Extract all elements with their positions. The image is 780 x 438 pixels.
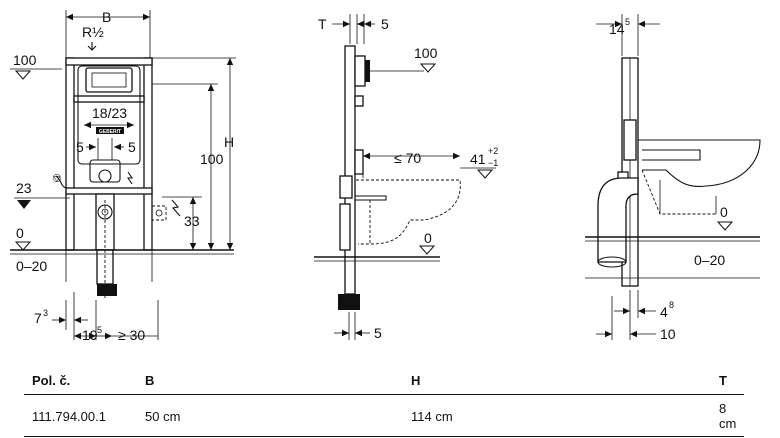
dim-10-label: 10 — [660, 326, 676, 342]
dim-h-label: H — [224, 134, 234, 150]
front-level-0: 0 — [16, 225, 24, 241]
dim-le70-label: ≤ 70 — [394, 150, 421, 166]
dim-33-label: 33 — [184, 213, 200, 229]
dim-5-bottom: 5 — [374, 325, 382, 341]
table-row: 111.794.00.1 50 cm 114 cm 8 cm — [24, 394, 744, 437]
front-level-23: 23 — [16, 180, 32, 196]
dim-ge30-label: ≥ 30 — [118, 327, 145, 343]
power-icon — [171, 199, 181, 217]
side-level-41: 41 — [470, 151, 486, 167]
flush-plate — [85, 67, 133, 93]
col-header-pol: Pol. č. — [24, 373, 137, 395]
cell-pol: 111.794.00.1 — [24, 394, 137, 437]
level-marker-filled-icon — [17, 200, 31, 209]
table-header-row: Pol. č. B H T — [24, 373, 744, 395]
dim-100-label: 100 — [200, 151, 224, 167]
svg-text:+2: +2 — [488, 146, 498, 156]
dim-5-right: 5 — [128, 139, 136, 155]
svg-text:8: 8 — [669, 300, 674, 310]
dim-5-left: 5 — [76, 139, 84, 155]
side-view: T 5 100 ≤ 70 41 +2 −1 — [314, 14, 498, 341]
col-header-t: T — [711, 373, 744, 395]
front-water-icon: ⎊ — [52, 171, 62, 185]
cell-h: 114 cm — [403, 394, 711, 437]
dim-b-label: B — [102, 9, 111, 25]
technical-drawing: B R½ 100 18/23 GEBERIT 5 5 — [10, 9, 761, 343]
section-level-0: 0 — [720, 204, 728, 220]
front-level-100: 100 — [13, 52, 37, 68]
svg-text:5: 5 — [625, 17, 630, 27]
frame-left-post — [65, 57, 75, 251]
specs-table: Pol. č. B H T 111.794.00.1 50 cm 114 cm … — [24, 373, 744, 437]
svg-text:3: 3 — [43, 308, 48, 318]
side-level-0: 0 — [424, 230, 432, 246]
front-view: B R½ 100 18/23 GEBERIT 5 5 — [10, 9, 236, 343]
electric-icon — [126, 171, 134, 185]
side-level-100: 100 — [414, 45, 438, 61]
frame-right-post — [143, 57, 153, 251]
col-header-h: H — [403, 373, 711, 395]
dim-5-top: 5 — [381, 16, 389, 32]
cell-t: 8 cm — [711, 394, 744, 437]
dim-t-label: T — [318, 16, 327, 32]
dim-4-label: 4 — [660, 304, 668, 320]
water-inlet-icon — [87, 42, 97, 51]
socket-box — [151, 205, 167, 221]
dim-r-label: R½ — [82, 24, 104, 40]
dim-19-label: 19 — [82, 327, 98, 343]
col-header-b: B — [137, 373, 403, 395]
section-view: 14 5 0 0–20 4 8 10 — [585, 14, 761, 342]
svg-text:5: 5 — [97, 325, 102, 335]
dim-7-label: 7 — [34, 310, 42, 326]
brand-plate — [96, 127, 124, 134]
svg-text:−1: −1 — [488, 158, 498, 168]
dim-14-label: 14 — [609, 21, 625, 37]
dim-18-23-label: 18/23 — [92, 105, 127, 121]
brand-label: GEBERIT — [99, 129, 121, 135]
level-marker-icon — [14, 70, 32, 80]
front-level-0-20: 0–20 — [16, 258, 47, 274]
section-level-0-20: 0–20 — [694, 252, 725, 268]
cell-b: 50 cm — [137, 394, 403, 437]
